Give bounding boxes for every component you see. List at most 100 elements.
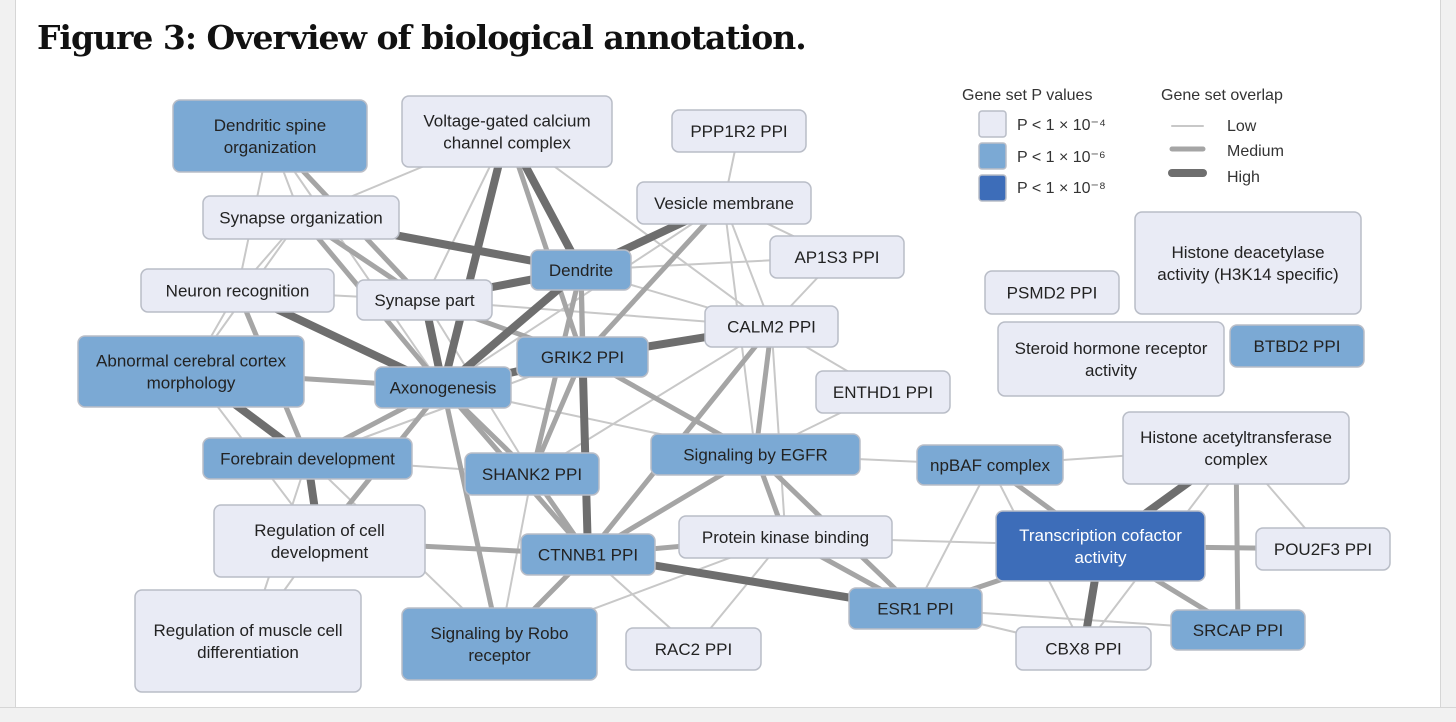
legend-overlap-label-2: Medium [1227, 143, 1284, 160]
node-label: Vesicle membrane [654, 194, 794, 213]
node-ppp1r2: PPP1R2 PPI [671, 109, 807, 153]
node-label: Neuron recognition [166, 282, 310, 301]
node-label: receptor [468, 646, 531, 665]
legend-swatch-medium [978, 142, 1007, 170]
node-box [356, 279, 493, 321]
node-label: POU2F3 PPI [1274, 540, 1372, 559]
node-forebrain: Forebrain development [202, 437, 413, 480]
node-label: Regulation of muscle cell [154, 621, 343, 640]
node-pou2f3: POU2F3 PPI [1255, 527, 1391, 571]
legend-pvalue-title: Gene set P values [962, 87, 1092, 104]
node-grik2: GRIK2 PPI [516, 336, 649, 378]
edge-vesicle-grik2 [580, 200, 727, 360]
node-enthd1: ENTHD1 PPI [815, 370, 951, 414]
node-label: Signaling by Robo [431, 624, 569, 643]
node-ap1s3: AP1S3 PPI [769, 235, 905, 279]
node-label: CTNNB1 PPI [538, 546, 638, 565]
node-shank2: SHANK2 PPI [464, 452, 600, 496]
node-box [916, 444, 1064, 486]
node-box [77, 335, 305, 408]
legend-pvalue-label-1: P < 1 × 10⁻⁴ [1017, 117, 1106, 134]
page-bottom-border [0, 707, 1456, 722]
node-esr1: ESR1 PPI [848, 587, 983, 630]
node-label: complex [1204, 450, 1268, 469]
node-label: BTBD2 PPI [1254, 337, 1341, 356]
node-label: SRCAP PPI [1193, 621, 1283, 640]
node-label: PSMD2 PPI [1007, 284, 1098, 303]
node-label: development [271, 543, 369, 562]
node-synapse-part: Synapse part [356, 279, 493, 321]
node-label: SHANK2 PPI [482, 465, 582, 484]
node-box [1229, 324, 1365, 368]
node-label: Regulation of cell [254, 521, 384, 540]
node-srcap: SRCAP PPI [1170, 609, 1306, 651]
legend-pvalue-label-2: P < 1 × 10⁻⁶ [1017, 149, 1106, 166]
node-hat: Histone acetyltransferase complex [1122, 411, 1350, 485]
node-layer: Dendritic spineorganizationVoltage-gated… [77, 95, 1391, 693]
node-box [520, 533, 656, 576]
node-label: Steroid hormone receptor [1015, 339, 1208, 358]
node-label: morphology [147, 374, 236, 393]
node-box [625, 627, 762, 671]
node-vesicle: Vesicle membrane [636, 181, 812, 225]
page-title: Figure 3: Overview of biological annotat… [37, 18, 807, 57]
node-synapse-org: Synapse organization [202, 195, 400, 240]
node-label: RAC2 PPI [655, 640, 732, 659]
node-label: PPP1R2 PPI [690, 122, 787, 141]
node-label: Histone acetyltransferase [1140, 428, 1332, 447]
node-npbaf: npBAF complex [916, 444, 1064, 486]
node-neuron-recog: Neuron recognition [140, 268, 335, 313]
edge-calm2-shank2 [531, 325, 773, 475]
node-box [1170, 609, 1306, 651]
node-axonogenesis: Axonogenesis [374, 366, 512, 409]
node-label: CALM2 PPI [727, 318, 816, 337]
node-box [374, 366, 512, 409]
node-box [769, 235, 905, 279]
node-box [997, 321, 1225, 397]
node-label: Histone deacetylase [1171, 243, 1324, 262]
node-label: channel complex [443, 134, 571, 153]
node-label: AP1S3 PPI [794, 248, 879, 267]
node-label: differentiation [197, 643, 299, 662]
node-steroid: Steroid hormone receptor activity [997, 321, 1225, 397]
node-box [213, 504, 426, 578]
node-label: Dendrite [549, 261, 613, 280]
node-dendrite: Dendrite [530, 249, 632, 291]
node-label: ENTHD1 PPI [833, 383, 933, 402]
node-label: GRIK2 PPI [541, 348, 624, 367]
node-box [202, 195, 400, 240]
node-box [140, 268, 335, 313]
legend-pvalue-label-3: P < 1 × 10⁻⁸ [1017, 180, 1106, 197]
node-label: CBX8 PPI [1045, 640, 1122, 659]
node-box [202, 437, 413, 480]
node-reg-muscle: Regulation of muscle cell differentiation [134, 589, 362, 693]
node-label: Transcription cofactor [1019, 526, 1182, 545]
node-rac2: RAC2 PPI [625, 627, 762, 671]
node-box [995, 510, 1206, 582]
node-box [464, 452, 600, 496]
node-label: Signaling by EGFR [683, 446, 828, 465]
legend-swatch-light [978, 110, 1007, 138]
edge-axonogenesis-robo [440, 385, 502, 647]
node-box [815, 370, 951, 414]
node-label: Axonogenesis [390, 379, 497, 398]
node-box [636, 181, 812, 225]
node-label: activity [1085, 361, 1137, 380]
node-btbd2: BTBD2 PPI [1229, 324, 1365, 368]
node-label: activity (H3K14 specific) [1157, 265, 1338, 284]
legend-overlap-label-1: Low [1227, 118, 1257, 135]
node-egfr: Signaling by EGFR [650, 433, 861, 476]
edge-vgcc-axonogenesis [439, 127, 511, 392]
legend-swatch-dark [978, 174, 1007, 202]
node-label: ESR1 PPI [877, 600, 954, 619]
node-label: npBAF complex [930, 456, 1050, 475]
node-label: Protein kinase binding [702, 528, 869, 547]
node-box [1134, 211, 1362, 315]
legend: Gene set P values Gene set overlap P < 1… [962, 87, 1284, 202]
node-box [172, 99, 368, 173]
node-box [848, 587, 983, 630]
